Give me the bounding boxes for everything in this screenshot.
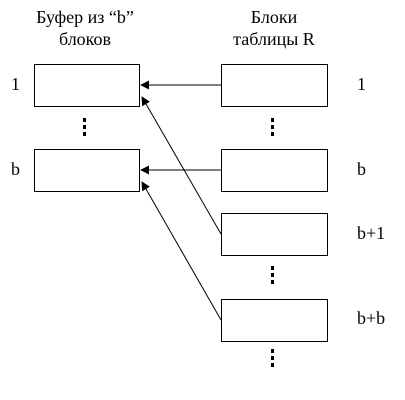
arrow-table-b-plus-b-to-buffer-b — [141, 181, 222, 321]
buffer-label-1: 1 — [11, 74, 20, 94]
arrow-table-b-plus-1-to-buffer-1 — [141, 96, 222, 235]
table-label-b: b — [357, 159, 366, 179]
table-ellipsis-3 — [271, 349, 275, 370]
buffer-block-1 — [34, 64, 140, 107]
buffer-ellipsis — [83, 118, 87, 139]
table-label-b-plus-1: b+1 — [357, 223, 386, 243]
table-block-b — [221, 149, 328, 192]
buffer-title-line1: Буфер из “b” — [36, 7, 134, 27]
table-label-1: 1 — [357, 74, 366, 94]
table-block-1 — [221, 64, 328, 107]
table-block-b-plus-b — [221, 299, 328, 342]
buffer-block-b — [34, 149, 140, 192]
table-title-line2: таблицы R — [233, 29, 315, 49]
table-ellipsis-2 — [271, 266, 275, 287]
table-label-b-plus-b: b+b — [357, 308, 386, 328]
table-title-line1: Блоки — [250, 7, 298, 27]
buffer-title: Буфер из “b” блоков — [10, 6, 160, 50]
buffer-title-line2: блоков — [58, 29, 112, 49]
table-block-b-plus-1 — [221, 213, 328, 256]
table-ellipsis-1 — [271, 118, 275, 139]
table-title: Блоки таблицы R — [214, 6, 334, 50]
buffer-label-b: b — [11, 159, 20, 179]
